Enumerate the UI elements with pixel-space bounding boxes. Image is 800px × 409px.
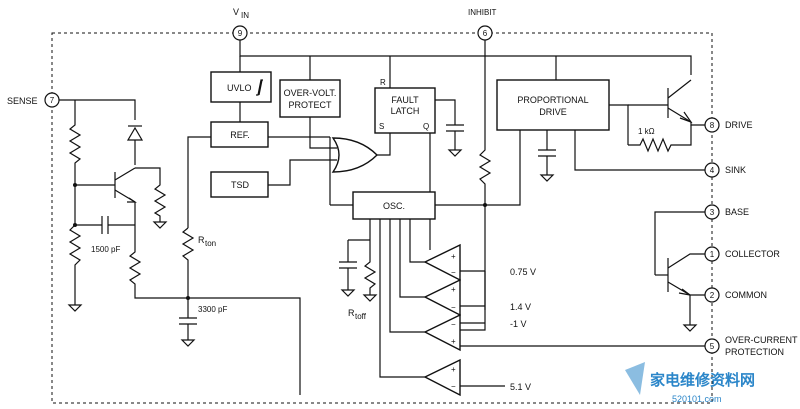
osc-label: OSC. [383, 201, 405, 211]
base-label: BASE [725, 207, 749, 217]
uvlo-block: UVLO [210, 71, 272, 103]
svg-text:+: + [451, 365, 456, 374]
comparator-3: − + -1 V [423, 313, 705, 352]
r1k-label: 1 kΩ [638, 127, 655, 136]
latch-label-1: FAULT [391, 95, 419, 105]
package-outline [51, 32, 713, 404]
sense-diode [126, 125, 144, 165]
svg-text:−: − [451, 382, 456, 391]
inhibit-label: INHIBIT [468, 8, 497, 17]
watermark-logo-icon [625, 362, 645, 395]
pin-common: 2 COMMON [704, 287, 767, 303]
svg-text:−: − [451, 320, 456, 329]
sense-label: SENSE [7, 96, 38, 106]
comparator-wiring [379, 219, 486, 378]
pin-sink: 4 SINK [704, 162, 746, 178]
svg-text:+: + [451, 252, 456, 261]
c3300-label: 3300 pF [198, 305, 227, 314]
uvlo-label: UVLO [227, 83, 252, 93]
c3300-capacitor: 3300 pF [179, 298, 227, 347]
c1500-label: 1500 pF [91, 245, 120, 254]
comp1-voltage: 0.75 V [510, 267, 536, 277]
sense-pin-number: 7 [50, 96, 55, 105]
drive-label: DRIVE [725, 120, 753, 130]
latch-q: Q [423, 122, 429, 131]
pin-sense: SENSE 7 [7, 92, 60, 108]
sink-pin-number: 4 [710, 166, 715, 175]
pin-ocp: 5 OVER-CURRENT PROTECTION [704, 335, 798, 357]
vin-label: V [233, 7, 239, 17]
comp2-voltage: 1.4 V [510, 302, 531, 312]
ocp-label-1: OVER-CURRENT [725, 335, 798, 345]
rtoff-sub: toff [355, 312, 367, 321]
base-pin-number: 3 [710, 208, 715, 217]
prop-label-1: PROPORTIONAL [517, 95, 588, 105]
collector-label: COLLECTOR [725, 249, 780, 259]
switch-transistor [654, 211, 705, 332]
collector-pin-number: 1 [710, 250, 715, 259]
rton-resistor: R ton [181, 227, 216, 298]
proportional-drive-block: PROPORTIONAL DRIVE [496, 79, 610, 131]
ref-label: REF. [230, 130, 250, 140]
svg-text:+: + [451, 337, 456, 346]
ref-block: REF. [210, 121, 269, 148]
latch-capacitor [446, 124, 464, 157]
svg-text:+: + [451, 285, 456, 294]
sense-divider [67, 100, 115, 312]
watermark-line1: 家电维修资料网 [650, 371, 755, 389]
prop-label-2: DRIVE [539, 107, 567, 117]
fault-latch-block: FAULT LATCH R S Q [374, 78, 436, 134]
c1500-capacitor: 1500 pF [75, 216, 135, 254]
inhibit-pin-number: 6 [483, 29, 488, 38]
rton-sub: ton [205, 239, 216, 248]
vin-rail [239, 40, 692, 88]
prop-capacitor [538, 130, 556, 182]
tsd-label: TSD [231, 180, 250, 190]
comp4-voltage: 5.1 V [510, 382, 531, 392]
svg-text:−: − [451, 303, 456, 312]
latch-label-2: LATCH [391, 106, 420, 116]
latch-r: R [380, 78, 386, 87]
svg-text:−: − [451, 268, 456, 277]
comparator-4: + − 5.1 V [423, 358, 531, 397]
osc-block: OSC. [352, 191, 436, 220]
vin-pin-number: 9 [238, 29, 243, 38]
ovp-label-1: OVER-VOLT. [284, 88, 337, 98]
common-pin-number: 2 [710, 291, 715, 300]
vin-label-sub: IN [241, 11, 249, 20]
pin-drive: 8 DRIVE [704, 117, 753, 133]
common-label: COMMON [725, 290, 767, 300]
watermark: 家电维修资料网 520101.com [625, 362, 755, 404]
rtoff-network: R toff [339, 219, 378, 321]
sense-transistor [114, 167, 168, 229]
comparator-2: + − 1.4 V [423, 278, 531, 317]
pin-base: 3 BASE [704, 204, 749, 220]
ovp-label-2: PROTECT [288, 100, 332, 110]
ovp-block: OVER-VOLT. PROTECT [279, 79, 341, 118]
tsd-block: TSD [210, 171, 269, 198]
pin-inhibit: INHIBIT 6 [468, 8, 497, 41]
ocp-pin-number: 5 [710, 342, 715, 351]
sink-label: SINK [725, 165, 746, 175]
output-darlington: 1 kΩ [628, 79, 706, 153]
pin-collector: 1 COLLECTOR [704, 246, 780, 262]
ocp-label-2: PROTECTION [725, 347, 784, 357]
comp3-voltage: -1 V [510, 319, 527, 329]
pin-vin: V IN 9 [232, 7, 249, 41]
latch-s: S [379, 122, 384, 131]
rtoff-label: R [348, 308, 355, 318]
drive-pin-number: 8 [710, 121, 715, 130]
comparator-1: + − 0.75 V [423, 243, 536, 282]
rton-label: R [198, 235, 205, 245]
watermark-line2: 520101.com [672, 394, 722, 404]
or-gate [331, 137, 378, 173]
